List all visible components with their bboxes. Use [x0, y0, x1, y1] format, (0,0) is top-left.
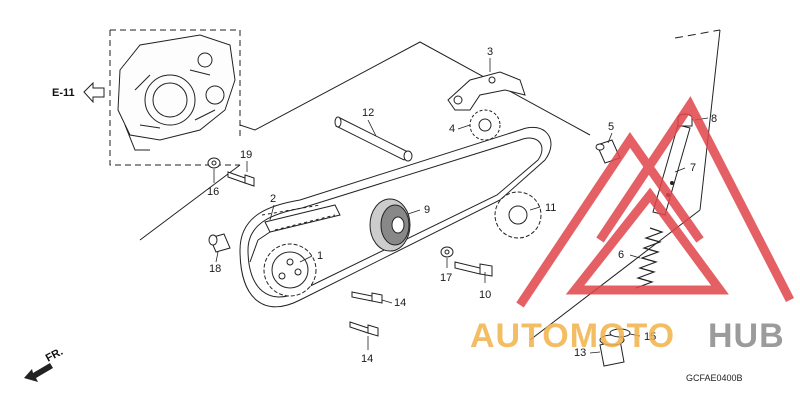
crankcase-inset [109, 29, 241, 166]
callout-13: 13 [574, 347, 586, 359]
callout-8: 8 [711, 113, 717, 125]
callout-14-lower: 14 [361, 353, 373, 365]
callout-14-upper: 14 [394, 297, 406, 309]
washer-16 [207, 157, 221, 169]
small-sprocket [469, 109, 501, 141]
callout-6: 6 [618, 249, 624, 261]
collar-18 [208, 233, 231, 253]
bolt-14-upper [351, 291, 383, 304]
bolt-14-lower [349, 321, 379, 337]
cam-sprocket [494, 191, 542, 239]
washer-17 [440, 246, 454, 258]
reference-tag-label: E-11 [52, 87, 75, 99]
callout-3: 3 [487, 46, 493, 58]
tensioner-spring [635, 227, 664, 289]
triangle-logo-icon [516, 96, 795, 308]
callout-numbers: 1 2 3 4 5 6 7 8 9 10 11 12 13 14 14 15 1… [207, 46, 717, 365]
watermark-logo: AUTOMOTO HUB [470, 96, 795, 355]
callout-4: 4 [449, 123, 455, 135]
callout-5: 5 [608, 121, 614, 133]
watermark-word-right: HUB [708, 317, 785, 355]
bolt-10 [454, 261, 493, 277]
chain-guide-bracket [447, 71, 526, 111]
callout-9: 9 [424, 204, 430, 216]
callout-18: 18 [209, 263, 221, 275]
tensioner-pivot-bolt [334, 116, 413, 162]
tensioner-roller [369, 198, 411, 252]
front-direction: FR. [24, 346, 65, 382]
reference-tag: E-11 [52, 81, 105, 104]
callout-16: 16 [207, 186, 219, 198]
callout-17: 17 [440, 272, 452, 284]
callout-1: 1 [317, 250, 323, 262]
left-arrow-icon [83, 81, 105, 104]
cam-chain [239, 126, 552, 308]
callout-2: 2 [270, 193, 276, 205]
callout-11: 11 [545, 202, 556, 214]
watermark-word-left: AUTOMOTO [470, 317, 675, 355]
sealing-bolt [599, 334, 625, 367]
bolt-19 [227, 171, 255, 187]
front-direction-label: FR. [44, 346, 65, 365]
diagram-code: GCFAE0400B [686, 373, 743, 383]
drive-sprocket [263, 243, 317, 297]
callout-7: 7 [690, 162, 696, 174]
callout-10: 10 [479, 289, 491, 301]
washer-15 [609, 328, 631, 338]
callout-19: 19 [240, 149, 252, 161]
chain-segment [249, 204, 341, 263]
callout-12: 12 [362, 107, 374, 119]
callout-15: 15 [644, 331, 656, 343]
front-arrow-icon [24, 363, 53, 382]
